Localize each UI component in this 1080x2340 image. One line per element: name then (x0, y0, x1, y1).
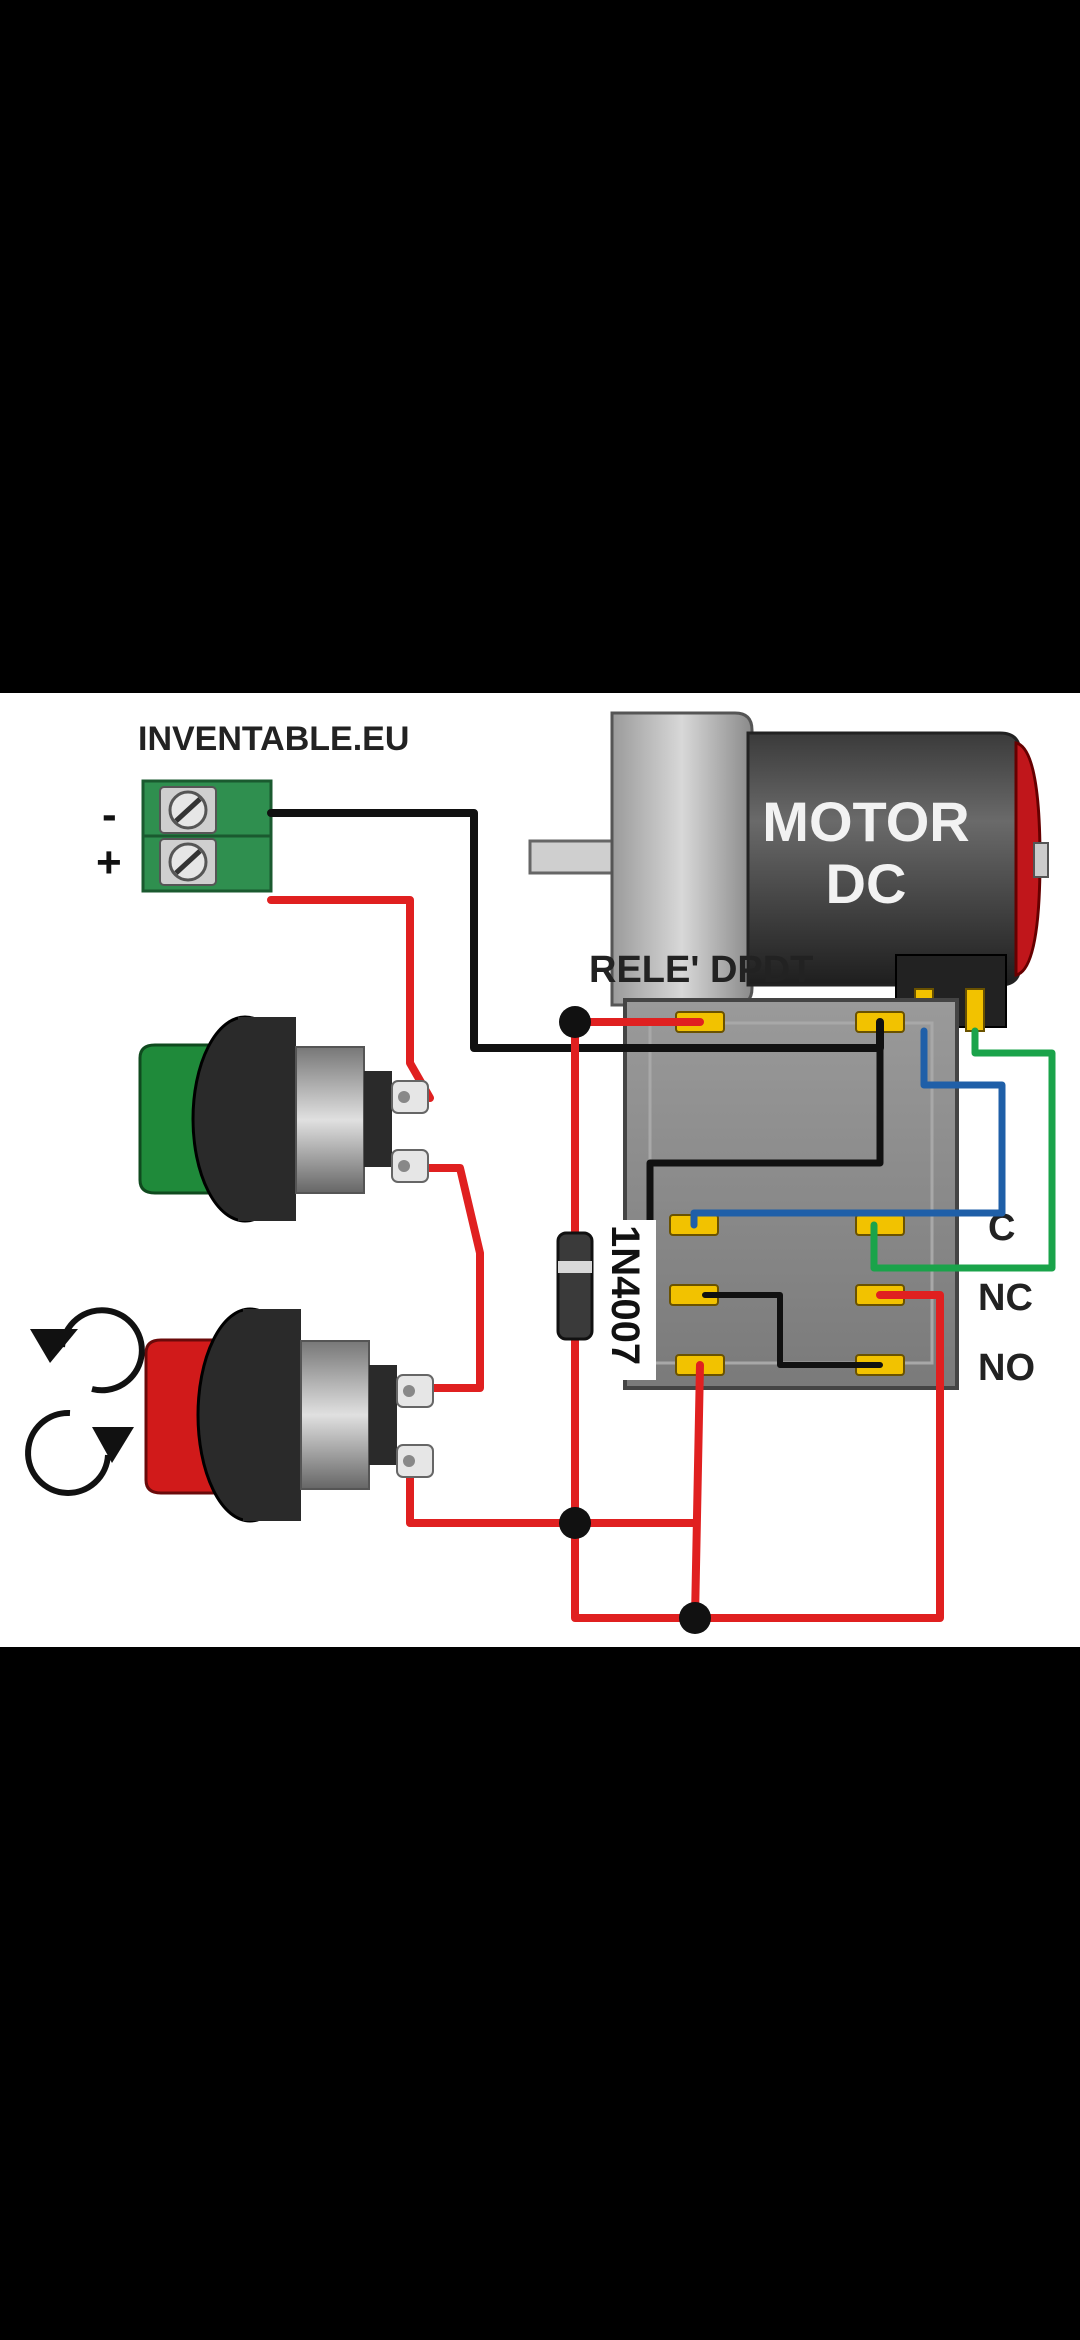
wire-red-no-link (691, 1361, 704, 1622)
push-button-red (144, 1307, 434, 1523)
junction-node (679, 1602, 711, 1634)
relay-label: RELE' DPDT (589, 949, 813, 991)
motor-label-line2: DC (826, 852, 907, 915)
wire-red-button-node (406, 1459, 579, 1527)
terminal-minus-label: - (102, 790, 117, 839)
junction-node (559, 1006, 591, 1038)
relay-pin-c2 (855, 1214, 905, 1236)
push-button-green (138, 1015, 429, 1223)
wiring-diagram: INVENTABLE.EU - + MOTOR DC RELE' DPDT (25, 711, 1056, 1634)
wire-black-nc-no (702, 1292, 883, 1368)
wire-red-button-link (416, 1164, 484, 1392)
terminal-plus-label: + (96, 838, 122, 887)
rotate-ccw-icon (30, 1307, 145, 1394)
wire-blue-motor (690, 1027, 1006, 1229)
dc-motor (528, 711, 1049, 1032)
diode-1n4007 (556, 1220, 656, 1380)
rotate-cw-icon (25, 1409, 134, 1496)
contact-no-label: NO (978, 1347, 1035, 1389)
junction-node (559, 1507, 591, 1539)
wiring-diagram-image[interactable]: INVENTABLE.EU - + MOTOR DC RELE' DPDT (0, 693, 1080, 1647)
terminal-block (141, 779, 273, 893)
motor-label-line1: MOTOR (762, 790, 969, 853)
diode-label: 1N4007 (603, 1225, 647, 1365)
brand-label: INVENTABLE.EU (138, 720, 409, 758)
wire-green-motor (870, 1027, 1056, 1272)
relay-dpdt (623, 998, 959, 1390)
contact-nc-label: NC (978, 1277, 1033, 1319)
wire-red-bottom-loop (571, 1291, 944, 1622)
